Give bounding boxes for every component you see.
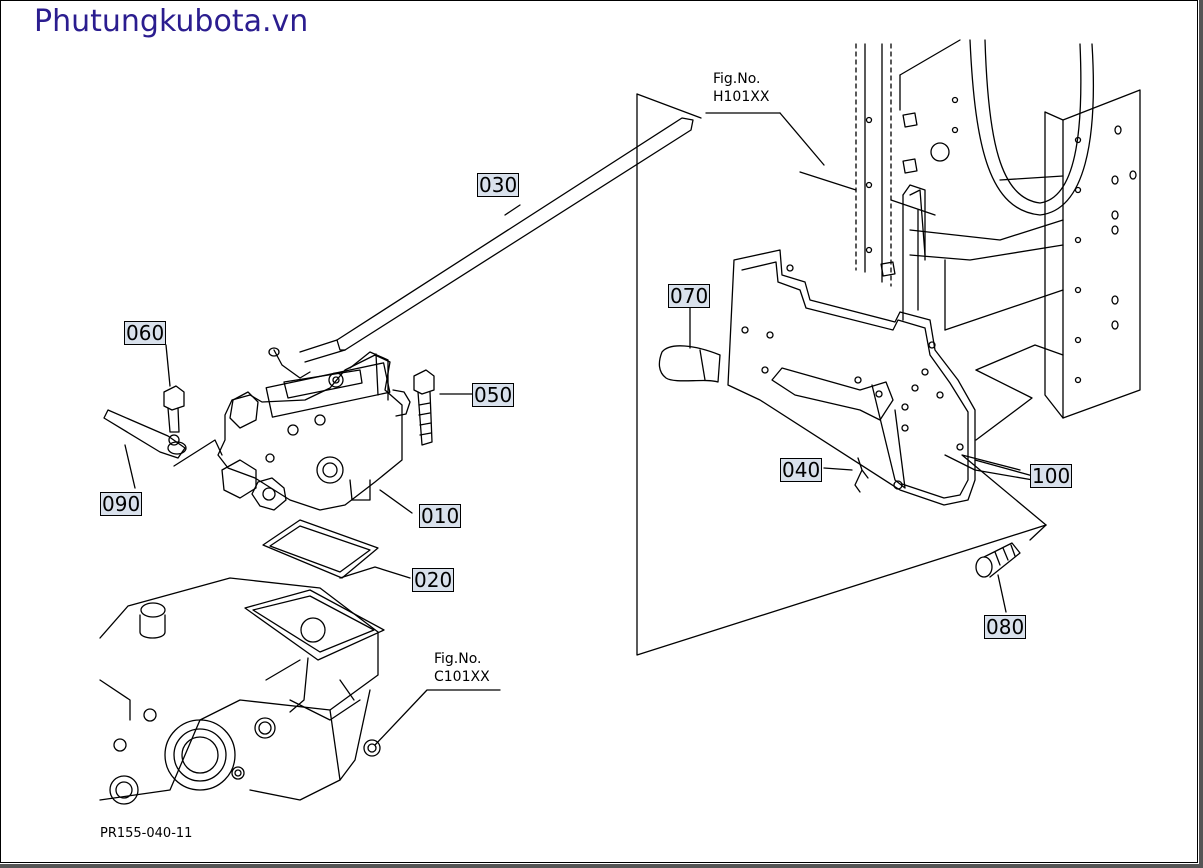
lower-fig-ref[interactable]: Fig.No. C101XX [434,650,490,686]
callout-080[interactable]: 080 [984,615,1027,639]
callout-100[interactable]: 100 [1030,464,1073,488]
callout-070[interactable]: 070 [668,284,711,308]
callout-040[interactable]: 040 [780,458,823,482]
drawing-code: PR155-040-11 [100,826,193,841]
callout-020[interactable]: 020 [412,568,455,592]
lower-fig-label: Fig.No. [434,651,482,667]
right-assembly [636,39,1141,656]
upper-fig-ref[interactable]: Fig.No. H101XX [713,70,769,106]
left-assembly [99,117,694,805]
callout-090[interactable]: 090 [100,492,143,516]
upper-fig-code: H101XX [713,89,770,105]
site-title[interactable]: Phutungkubota.vn [34,4,309,39]
callout-030[interactable]: 030 [477,173,520,197]
callout-010[interactable]: 010 [419,504,462,528]
upper-fig-label: Fig.No. [713,71,761,87]
lower-fig-code: C101XX [434,669,490,685]
callout-050[interactable]: 050 [472,383,515,407]
callout-060[interactable]: 060 [124,321,167,345]
